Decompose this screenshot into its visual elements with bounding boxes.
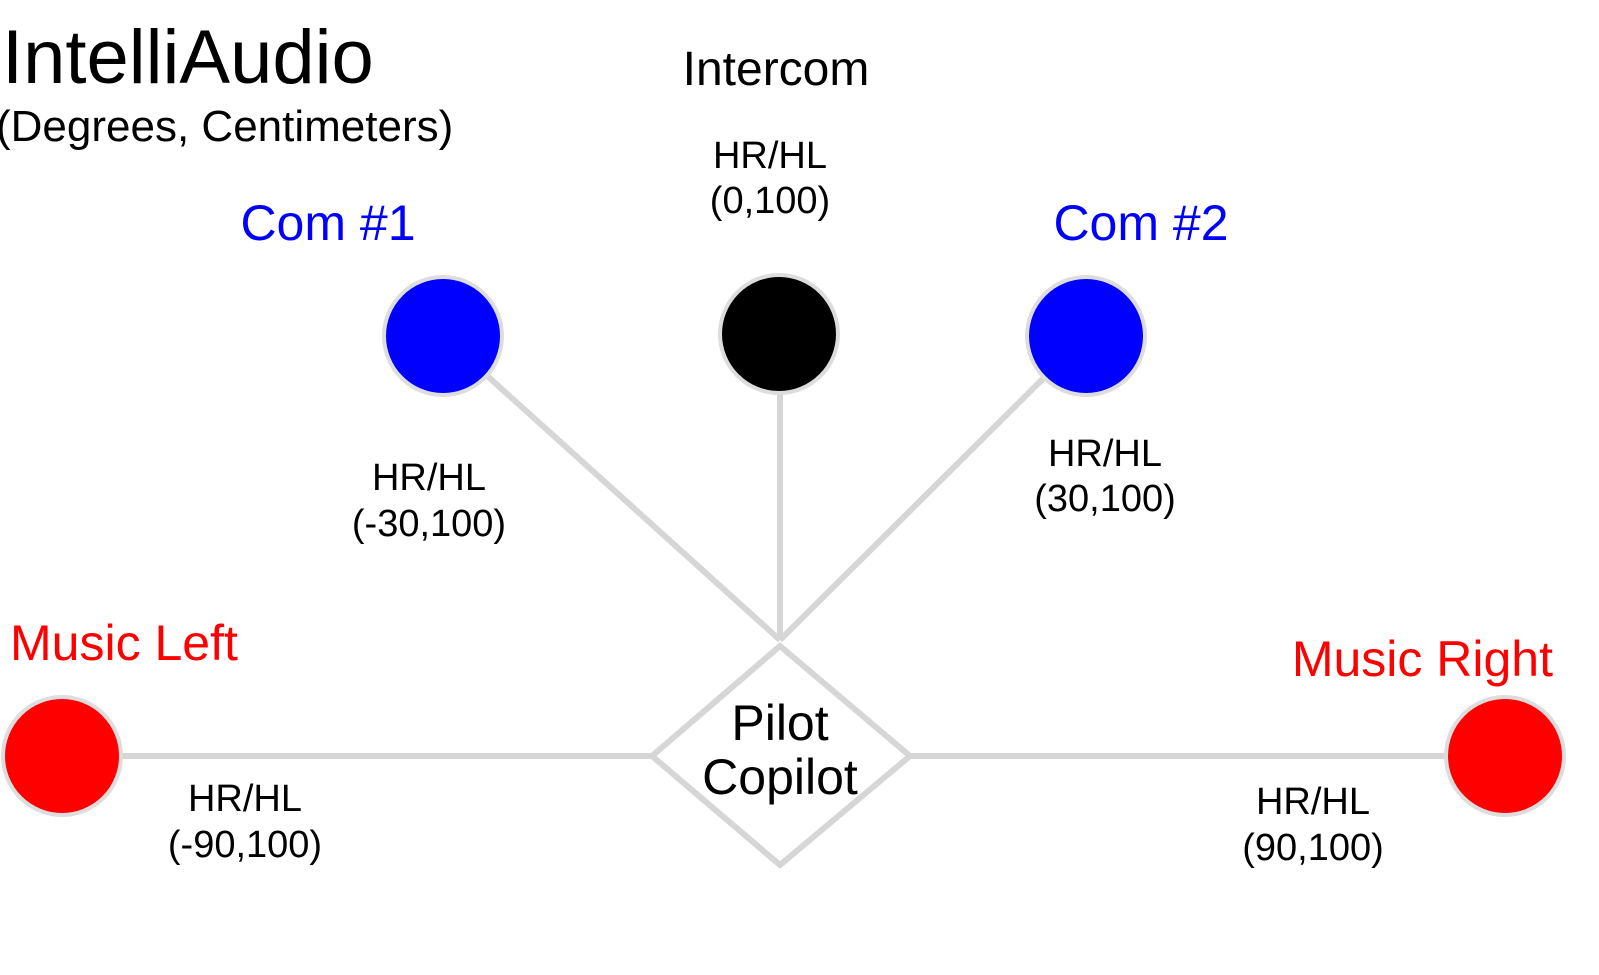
com1-coords: (-30,100) bbox=[352, 503, 506, 545]
listener-diamond bbox=[647, 642, 915, 869]
com2-node[interactable] bbox=[1025, 275, 1147, 397]
music-left-name: Music Left bbox=[10, 615, 238, 671]
intercom-node[interactable] bbox=[718, 273, 840, 395]
diagram-title: IntelliAudio bbox=[2, 15, 374, 100]
music-right-node[interactable] bbox=[1444, 695, 1566, 817]
listener-pilot-label: Pilot bbox=[731, 695, 828, 751]
music-right-coords: (90,100) bbox=[1242, 827, 1384, 869]
com1-name: Com #1 bbox=[240, 195, 415, 251]
connector-com1 bbox=[440, 333, 783, 643]
connector-com2 bbox=[777, 333, 1089, 643]
music-left-mode: HR/HL bbox=[188, 778, 302, 820]
listener-copilot-label: Copilot bbox=[702, 749, 858, 805]
intercom-mode: HR/HL bbox=[713, 135, 827, 177]
com2-name: Com #2 bbox=[1053, 195, 1228, 251]
intercom-coords: (0,100) bbox=[710, 180, 830, 222]
music-left-coords: (-90,100) bbox=[168, 824, 322, 866]
music-right-mode: HR/HL bbox=[1256, 781, 1370, 823]
diagram-subtitle: (Degrees, Centimeters) bbox=[0, 102, 453, 151]
intercom-name: Intercom bbox=[683, 43, 870, 96]
music-right-name: Music Right bbox=[1292, 631, 1553, 687]
music-left-node[interactable] bbox=[1, 695, 123, 817]
com2-coords: (30,100) bbox=[1034, 478, 1176, 520]
com1-node[interactable] bbox=[382, 275, 504, 397]
com1-mode: HR/HL bbox=[372, 457, 486, 499]
com2-mode: HR/HL bbox=[1048, 433, 1162, 475]
